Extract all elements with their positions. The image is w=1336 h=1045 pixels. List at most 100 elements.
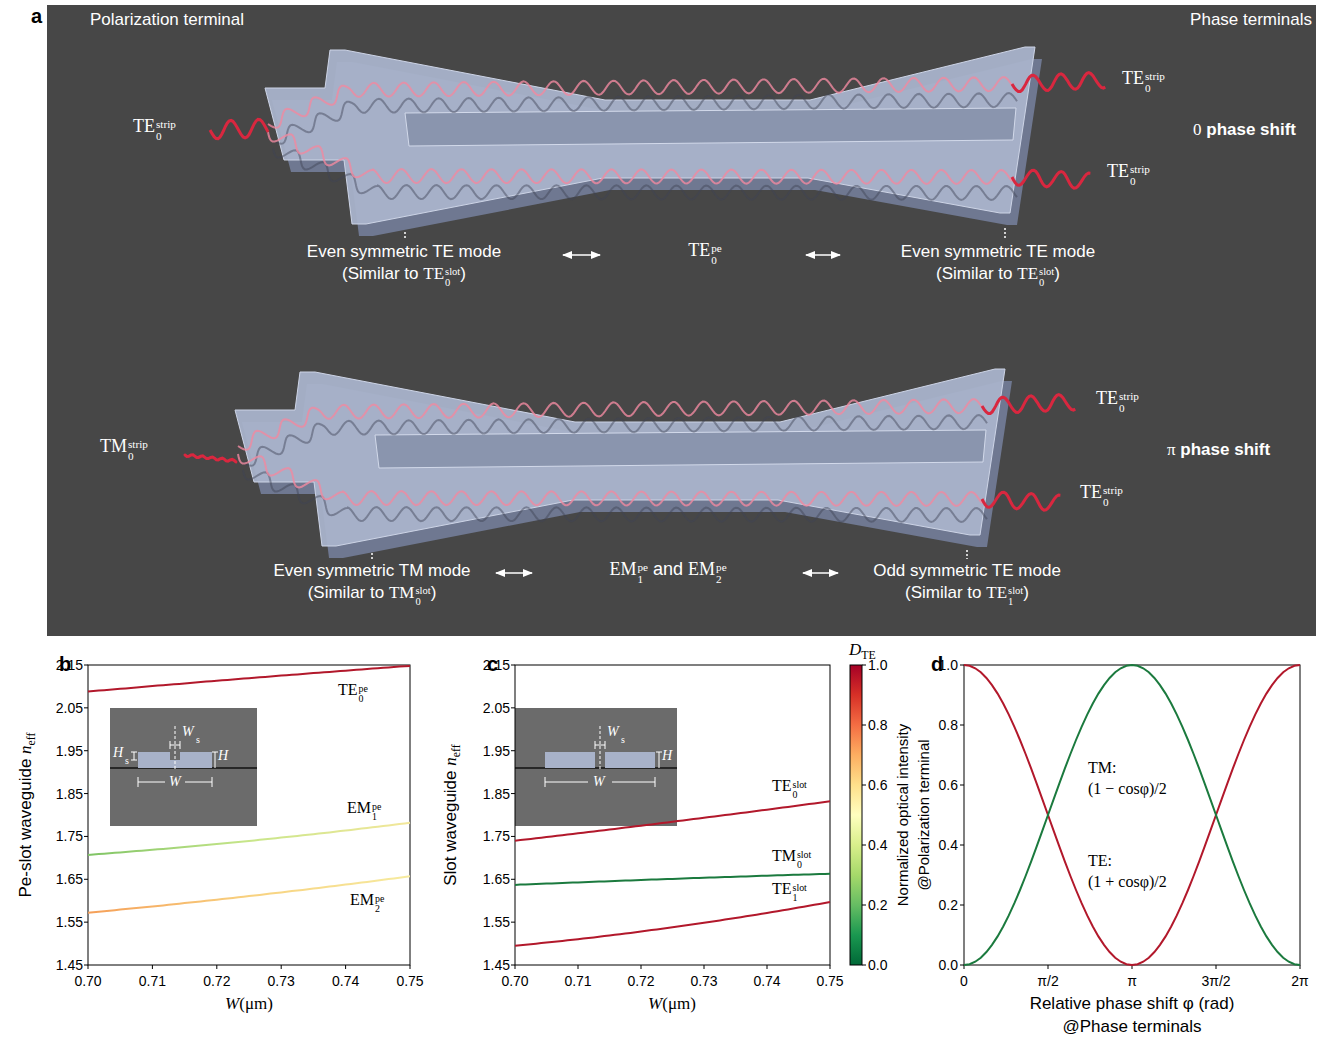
axis-tick	[511, 879, 515, 880]
mode-superscript: slot	[1008, 585, 1023, 596]
tick-label: 0.72	[203, 973, 230, 990]
curve-label: (1 − cosφ)/2	[1088, 779, 1167, 798]
text-label: Even symmetric TE mode	[901, 242, 1095, 261]
figure-part	[138, 782, 165, 783]
tick-label: 1.45	[56, 957, 83, 974]
mode-name: EM	[347, 799, 371, 816]
mode-indices: pe2	[716, 562, 727, 585]
tick-label: 1.95	[483, 742, 510, 759]
figure-part	[1004, 228, 1006, 239]
tick-value: 0.70	[501, 973, 528, 989]
double-arrows	[496, 255, 840, 573]
mode-subscript: 0	[797, 860, 811, 870]
tick-value: 1.85	[56, 785, 83, 801]
curve-label: EMpe1	[347, 798, 381, 822]
tick-value: π	[1127, 973, 1137, 989]
text-label: Even symmetric TE mode	[307, 242, 501, 261]
tick-label: 1.0	[868, 657, 887, 674]
tick-label: 0.2	[939, 897, 958, 914]
node-text: W	[182, 724, 194, 741]
text-label: a	[31, 5, 42, 27]
text-label: eff	[24, 732, 38, 745]
tick-value: 0.74	[753, 973, 780, 989]
tick-label: 0.6	[868, 777, 887, 794]
mode-subscript: 0	[128, 451, 148, 463]
output-wave	[982, 395, 1075, 414]
text-label: phase shift	[1206, 120, 1296, 139]
mode-indices: pe1	[372, 802, 381, 823]
tick-label: 0.70	[74, 973, 101, 990]
tick-label: 1.65	[483, 871, 510, 888]
text-label: )	[1023, 583, 1029, 602]
axis-tick	[511, 793, 515, 794]
axis-tick	[704, 965, 705, 969]
colorbar-frame	[850, 665, 862, 965]
mode-indices: pe0	[359, 684, 368, 705]
text-label: phase shift	[1180, 440, 1270, 459]
input-wave	[185, 455, 236, 462]
mode-label: TEstrip0	[1122, 68, 1165, 95]
tick-value: 0.72	[627, 973, 654, 989]
tick-label: 0.75	[816, 973, 843, 990]
colorbar-tick	[862, 725, 866, 726]
axis-tick	[960, 905, 964, 906]
mode-indices: slot0	[797, 850, 811, 871]
axis-tick	[84, 665, 88, 666]
tick-value: 0.8	[868, 717, 887, 733]
text-label: n	[16, 745, 35, 754]
mode-subscript: 2	[716, 574, 727, 586]
mode-name: EM	[609, 559, 636, 579]
tick-label: 1.65	[56, 871, 83, 888]
tick-label: 1.85	[56, 785, 83, 802]
tick-label: 0.73	[690, 973, 717, 990]
inset-box: HsWsHW	[110, 708, 257, 826]
tick-label: 1.45	[483, 957, 510, 974]
figure-part	[180, 741, 181, 749]
curve-label: TEpe0	[338, 680, 368, 704]
mode-label: TEstrip0	[133, 116, 176, 143]
text-label: Relative phase shift φ (rad)	[1030, 994, 1235, 1013]
mode-subscript: 1	[793, 893, 807, 903]
waveguide-top	[235, 369, 1005, 546]
mode-indices: strip0	[1130, 164, 1150, 187]
tick-value: 0.71	[564, 973, 591, 989]
text-label: Odd symmetric TE mode	[873, 561, 1061, 580]
tick-label: 2.15	[56, 657, 83, 674]
output-wave	[982, 492, 1060, 510]
mode-name: TM	[389, 583, 415, 602]
mode-superscript: strip	[1103, 485, 1123, 497]
colorbar	[850, 665, 862, 965]
curve-label: (1 + cosφ)/2	[1088, 872, 1167, 891]
figure-part	[175, 726, 176, 770]
text-label: and	[653, 559, 683, 579]
mode-name: TE	[1080, 482, 1102, 502]
text-label: )	[1054, 264, 1060, 283]
figure-part	[496, 572, 532, 574]
axis-tick	[345, 965, 346, 969]
colorbar-tick	[862, 845, 866, 846]
text-label: (1 − cosφ)/2	[1088, 780, 1167, 797]
axis-title: Relative phase shift φ (rad)	[1030, 994, 1235, 1014]
mode-name: TE	[133, 116, 155, 136]
axes-frame	[515, 665, 830, 965]
tick-label: 0	[960, 973, 968, 990]
text-label: eff	[449, 744, 463, 757]
figure-part	[170, 745, 180, 746]
waveguide-top	[265, 47, 1035, 224]
figure-part	[212, 752, 218, 753]
mode-indices: pe0	[711, 243, 722, 266]
mode-subscript: 0	[1119, 403, 1139, 415]
mode-label: TEstrip0	[1080, 482, 1123, 509]
tick-value: 0.75	[396, 973, 423, 989]
colorbar-tick	[862, 905, 866, 906]
tick-value: 1.65	[56, 871, 83, 887]
figure-part	[545, 782, 588, 783]
axis-tick	[960, 725, 964, 726]
tick-label: 0.2	[868, 897, 887, 914]
slot-wall	[405, 108, 1016, 146]
axis-tick	[511, 965, 515, 966]
axis-tick	[216, 965, 217, 969]
mode-label: TEpe0	[688, 240, 722, 267]
tick-value: 0.72	[203, 973, 230, 989]
tick-value: 3π/2	[1201, 973, 1230, 989]
